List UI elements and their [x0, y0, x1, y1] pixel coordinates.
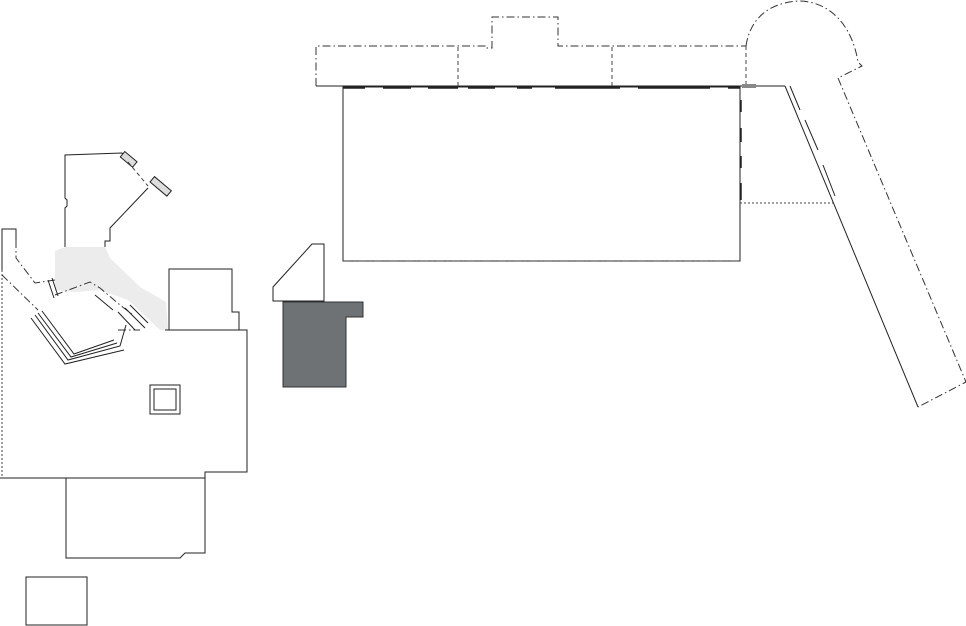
north-wing[interactable] [64, 150, 173, 247]
highlighted-building[interactable] [282, 301, 364, 388]
west-wing[interactable] [0, 228, 149, 479]
outbuilding[interactable] [25, 576, 88, 626]
circulation-area [55, 247, 168, 330]
main-block[interactable] [65, 329, 248, 559]
east-block[interactable] [168, 268, 240, 330]
rotunda-wing[interactable] [740, 0, 966, 408]
window-marks-top [343, 87, 742, 200]
canopy-strip [315, 16, 785, 87]
wedge-building[interactable] [272, 243, 325, 302]
main-hall[interactable] [342, 86, 741, 262]
